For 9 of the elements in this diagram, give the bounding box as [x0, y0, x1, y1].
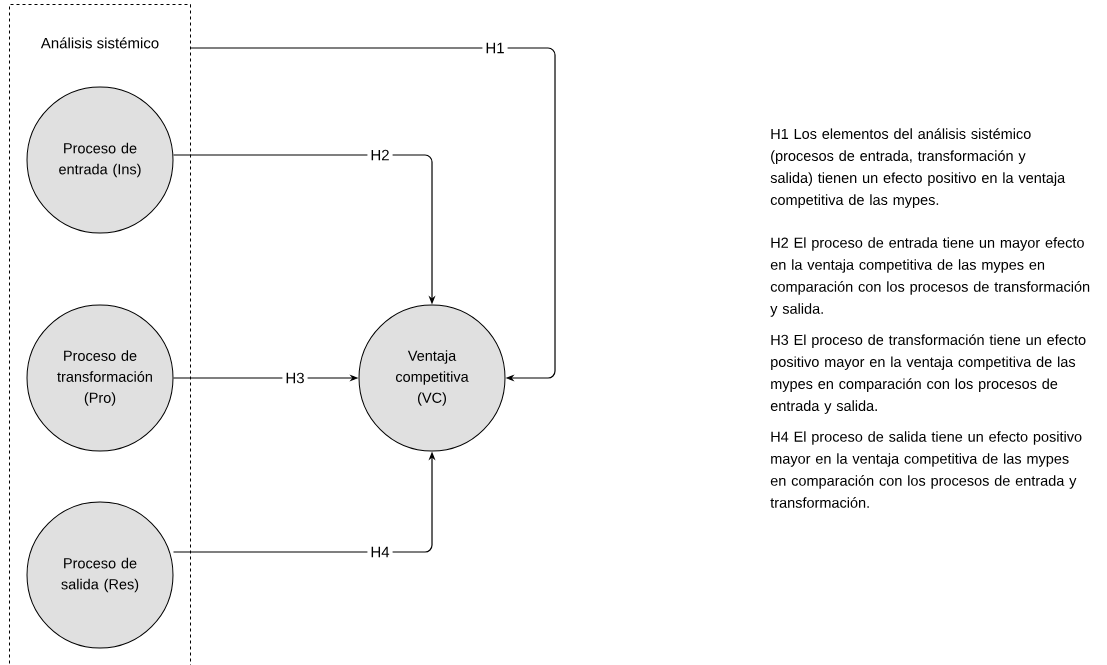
arrow [190, 47, 556, 382]
hypothesis-text: H2 El proceso de entrada tiene un mayor efecto en la ventaja competitiva de las mypes en comparación con los procesos de transformación y salida. [770, 237, 1090, 317]
edge-label: H4 [367, 543, 393, 561]
edge-label: H3 [282, 369, 308, 387]
edge-label: H2 [367, 146, 393, 164]
hypothesis-text: H3 El proceso de transformación tiene un efecto positivo mayor en la ventaja competitiva de las mypes en comparación con los procesos de entrada y salida. [770, 334, 1086, 414]
hypothesis-text: H4 El proceso de salida tiene un efecto positivo mayor en la ventaja competitiva de las mypes en comparación con los procesos de entrada y transformación. [770, 431, 1082, 508]
hypothesis-text: H1 Los elementos del análisis sistémico (procesos de entrada, transformación y salida) tienen un efecto positivo en la ventaja competitiva de las mypes. [770, 128, 1066, 208]
edge-label: H1 [482, 39, 508, 57]
